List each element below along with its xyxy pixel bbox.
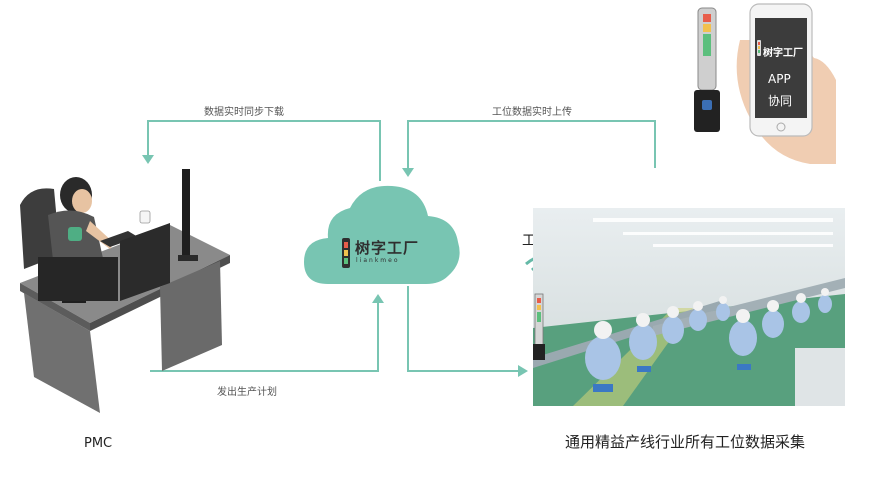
phone-screen [755,18,807,118]
signal-tower-device [694,7,720,132]
person-face [72,189,92,213]
signal-tower-icon [757,40,761,56]
download-flow-line [147,120,381,181]
workstation-caption: 通用精益产线行业所有工位数据采集 [565,433,806,451]
cloud-brand-sub: liankmeo [356,257,400,264]
shirt-logo [68,227,82,241]
phone-home-button [776,122,786,132]
monitor-stand [178,255,198,261]
desk-leg [24,293,100,413]
plan-flow-label: 发出生产计划 [217,387,277,398]
monitor-front [38,257,118,301]
plan-flow-line [150,302,379,372]
phone-sync-label: 协同 [768,94,793,108]
desk-top-edge [20,283,90,331]
download-flow-label: 数据实时同步下载 [204,107,284,118]
desk-leg [160,261,222,371]
monitor [182,169,190,259]
signal-tower-icon [533,293,545,360]
arrow-up-icon [372,294,384,303]
keyboard [100,231,138,247]
coffee-cup [139,210,151,224]
phone-app-label: APP [768,72,791,86]
signal-tower-icon [342,238,350,268]
cloud-server [304,185,460,284]
hand-holding-phone [736,3,836,164]
cloud-shape [304,185,460,284]
factory-production-line-photo [533,208,845,406]
tower-base [694,90,720,132]
computer-tower [120,223,170,301]
arrow-down-icon [402,168,414,177]
arrow-down-icon [142,155,154,164]
office-chair [20,188,60,269]
upload-flow-label: 工位数据实时上传 [492,107,572,118]
pmc-workstation-illustration [20,169,230,413]
phone-brand: 树字工厂 [763,48,803,59]
pmc-label: PMC [84,436,113,451]
upload-flow-line [407,120,656,170]
arrow-right-icon [518,365,528,377]
dispatch-flow-line [407,286,520,372]
cloud-brand: 树字工厂 [355,239,420,257]
